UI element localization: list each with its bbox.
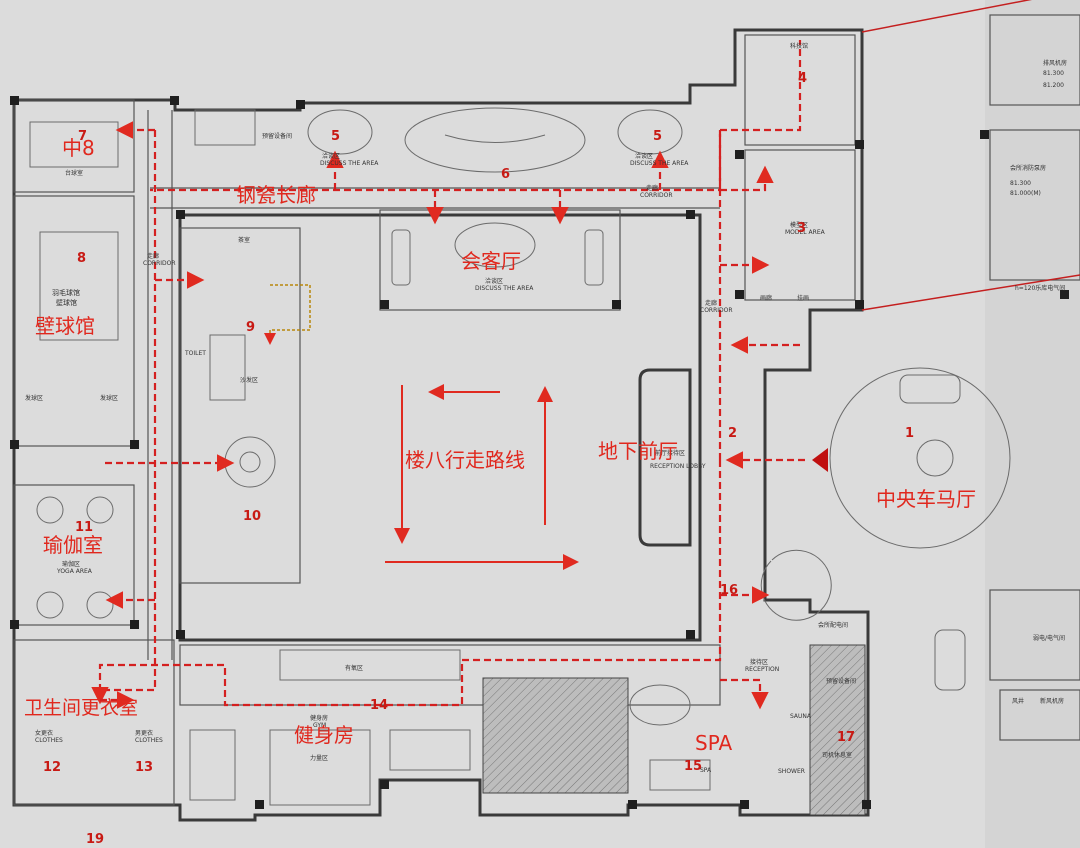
- tech-room-label: 科技馆: [790, 42, 808, 50]
- gym-small-en: GYM: [313, 722, 326, 729]
- discuss-left-cn: 洽谈区: [322, 152, 340, 160]
- structural-columns: [10, 96, 1069, 809]
- elevation-1: 81.300: [1043, 70, 1064, 77]
- launch-right-label: 发球区: [100, 394, 118, 402]
- label-restroom-changing: 卫生间更衣室: [24, 697, 138, 719]
- note-h120: h=120乐库电气间: [1015, 284, 1065, 292]
- number-10: 10: [243, 509, 261, 524]
- walls: [12, 14, 1080, 822]
- men-clothes-label: CLOTHES: [135, 737, 163, 744]
- furniture: [29, 107, 1011, 806]
- women-change-label: 女更衣: [35, 729, 53, 737]
- elevation-4: 81.000(M): [1010, 190, 1041, 197]
- aerobic-label: 有氧区: [345, 664, 363, 672]
- number-7: 7: [78, 129, 87, 144]
- wind-label: 风井: [1012, 697, 1024, 705]
- equipment-right-label: 预留设备间: [826, 677, 856, 685]
- strength-label: 力量区: [310, 754, 328, 762]
- tea-label: 茶室: [238, 236, 250, 244]
- number-2: 2: [728, 426, 737, 441]
- men-change-label: 男更衣: [135, 729, 153, 737]
- launch-left-label: 发球区: [25, 394, 43, 402]
- shower-label: SHOWER: [778, 768, 805, 775]
- number-1: 1: [905, 426, 914, 441]
- label-gallery: 钢瓷长廊: [236, 183, 316, 207]
- discuss-left-en: DISCUSS THE AREA: [320, 160, 379, 167]
- label-basement-lobby: 地下前厅: [598, 439, 678, 463]
- number-4: 4: [798, 71, 807, 86]
- equipment-label: 预留设备间: [262, 132, 292, 140]
- exhaust-label: 排风机房: [1043, 59, 1067, 67]
- number-16: 16: [720, 583, 738, 598]
- squash-small-label: 壁球馆: [56, 298, 77, 307]
- number-5-left: 5: [331, 129, 340, 144]
- model-area-cn: 模型区: [790, 221, 808, 229]
- spa-small-label: SPA: [700, 767, 712, 774]
- label-squash: 壁球馆: [35, 314, 95, 338]
- discuss-right-en: DISCUSS THE AREA: [630, 160, 689, 167]
- women-clothes-label: CLOTHES: [35, 737, 63, 744]
- fresh-air-label: 新风机房: [1040, 697, 1064, 705]
- yoga-area-en: YOGA AREA: [56, 568, 93, 575]
- number-14: 14: [370, 698, 388, 713]
- sofa-label: 沙发区: [240, 376, 258, 384]
- fire-pump-label: 会所消防泵房: [1010, 164, 1046, 172]
- reception-lobby-en: RECEPTION LOBBY: [650, 463, 706, 470]
- corridor-right-cn: 走廊: [705, 299, 717, 307]
- section-line-top: [861, 0, 1033, 33]
- sauna-label: SAUNA: [790, 713, 812, 720]
- yoga-area-cn: 瑜伽区: [62, 560, 80, 568]
- right-building: [985, 0, 1080, 848]
- number-11: 11: [75, 520, 93, 535]
- pool-power-label: 会所配电间: [818, 621, 848, 629]
- walking-route: [91, 40, 805, 710]
- number-3: 3: [797, 221, 806, 236]
- gym-small-cn: 健身房: [310, 714, 328, 722]
- number-8: 8: [77, 251, 86, 266]
- label-spa: SPA: [695, 731, 732, 755]
- billiard-label: 台球室: [65, 169, 83, 177]
- number-12: 12: [43, 760, 61, 775]
- number-17: 17: [837, 730, 855, 745]
- discuss-right-cn: 洽谈区: [635, 152, 653, 160]
- label-route: 楼八行走路线: [405, 448, 525, 472]
- label-meeting-hall: 会客厅: [461, 249, 521, 273]
- number-19: 19: [86, 832, 104, 847]
- number-13: 13: [135, 760, 153, 775]
- reception-lobby-cn: 前厅接待区: [655, 449, 685, 457]
- model-area-en: MODEL AREA: [785, 229, 826, 236]
- entrance-marker-icon: [812, 448, 828, 472]
- section-line-mid: [861, 274, 1080, 311]
- corridor-left-en: CORRIDOR: [143, 260, 176, 267]
- elevation-2: 81.200: [1043, 82, 1064, 89]
- label-room7: 中8: [62, 136, 95, 160]
- number-15: 15: [684, 759, 702, 774]
- elec-label: 弱电/电气间: [1033, 634, 1065, 642]
- direction-arrows: [385, 384, 579, 570]
- discuss-center-cn: 洽谈区: [485, 277, 503, 285]
- toilet-label: TOILET: [184, 350, 206, 357]
- reception-en: RECEPTION: [745, 666, 779, 673]
- label-gym: 健身房: [294, 723, 354, 747]
- driver-rest-label: 司机休息室: [822, 751, 852, 759]
- number-9: 9: [246, 320, 255, 335]
- label-yoga: 瑜伽室: [43, 533, 103, 557]
- small-labels: 洽谈区 DISCUSS THE AREA 洽谈区 DISCUSS THE ARE…: [25, 42, 1067, 775]
- number-5-right: 5: [653, 129, 662, 144]
- badminton-label: 羽毛球馆: [52, 288, 80, 297]
- room-numbers: 1 2 3 4 5 5 6 7 8 9 10 11 12 13 14 15 16…: [43, 71, 914, 847]
- corridor-left-cn: 走廊: [147, 252, 159, 260]
- corridor-cn: 走廊: [646, 184, 658, 192]
- gallery-small-label: 画廊: [760, 294, 772, 302]
- corridor-right-en: CORRIDOR: [700, 307, 733, 314]
- elevation-3: 81.300: [1010, 180, 1031, 187]
- zone-labels: 钢瓷长廊 会客厅 壁球馆 瑜伽室 卫生间更衣室 健身房 SPA 地下前厅 中央车…: [24, 136, 976, 755]
- label-carriage-hall: 中央车马厅: [876, 487, 976, 511]
- corridor-en: CORRIDOR: [640, 192, 673, 199]
- discuss-center-en: DISCUSS THE AREA: [475, 285, 534, 292]
- number-6: 6: [501, 167, 510, 182]
- reception-cn: 接待区: [750, 658, 768, 666]
- hang-label: 挂画: [797, 294, 809, 302]
